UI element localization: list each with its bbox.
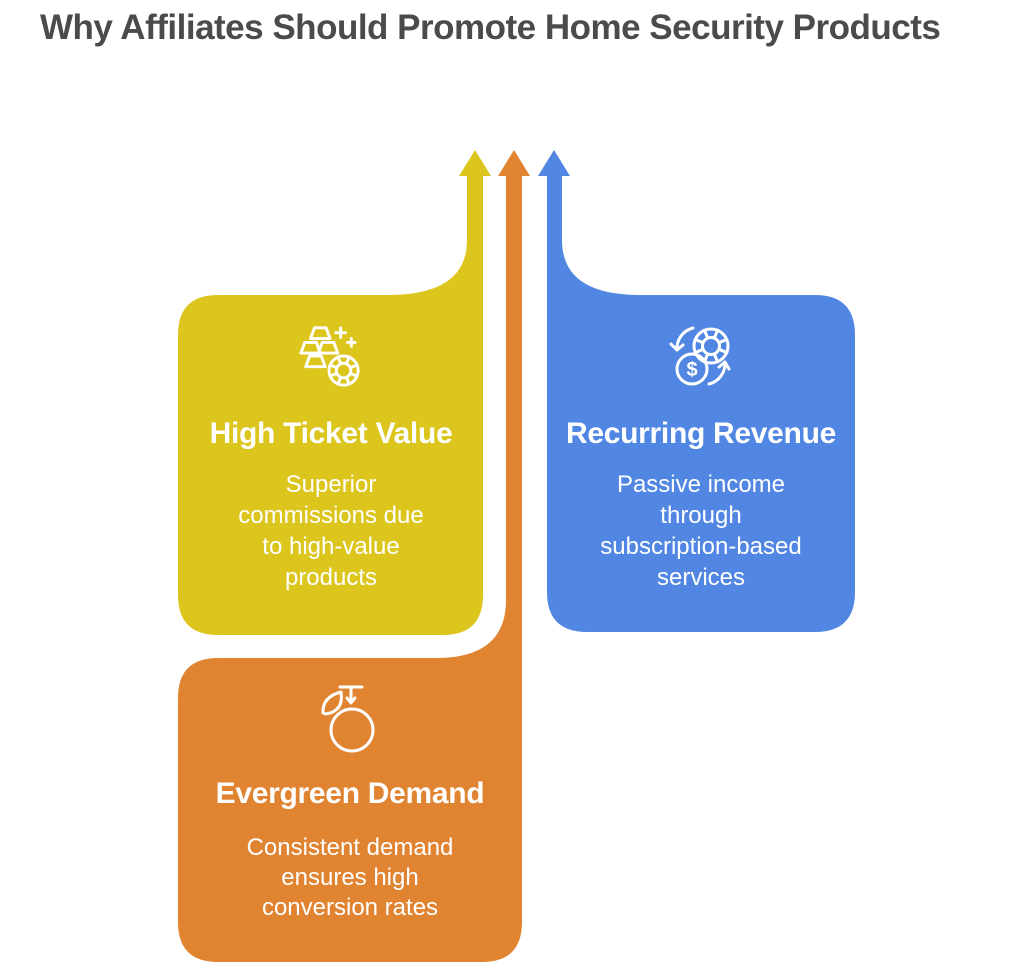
card-body-line: subscription-based <box>600 533 802 560</box>
recurring-card-shape <box>538 150 855 632</box>
evergreen-card-shape <box>178 150 530 962</box>
card-body-line: services <box>656 564 746 591</box>
orange-fruit-icon <box>314 684 386 756</box>
card-body-recurring: Passive income through subscription-base… <box>547 469 855 593</box>
svg-text:$: $ <box>686 359 697 381</box>
card-body-line: conversion rates <box>261 894 439 921</box>
card-heading-high-ticket: High Ticket Value <box>209 417 453 450</box>
card-body-line: to high-value <box>262 533 400 560</box>
card-body-line: Consistent demand <box>246 834 454 861</box>
card-body-line: ensures high <box>281 864 419 891</box>
card-body-evergreen: Consistent demand ensures high conversio… <box>178 833 522 923</box>
card-heading-recurring: Recurring Revenue <box>566 417 836 450</box>
high-ticket-card-shape <box>178 150 491 635</box>
card-body-high-ticket: Superior commissions due to high-value p… <box>178 469 484 593</box>
card-body-line: through <box>660 502 742 529</box>
card-body-line: Superior <box>285 471 377 498</box>
card-body-line: products <box>284 564 378 591</box>
gold-bars-coin-icon <box>297 323 363 389</box>
page-title: Why Affiliates Should Promote Home Secur… <box>40 8 941 47</box>
dollar-coin-refresh-icon: $ <box>666 321 736 391</box>
card-body-line: commissions due <box>238 502 424 529</box>
card-heading-evergreen: Evergreen Demand <box>215 777 485 810</box>
card-body-line: Passive income <box>616 471 786 498</box>
